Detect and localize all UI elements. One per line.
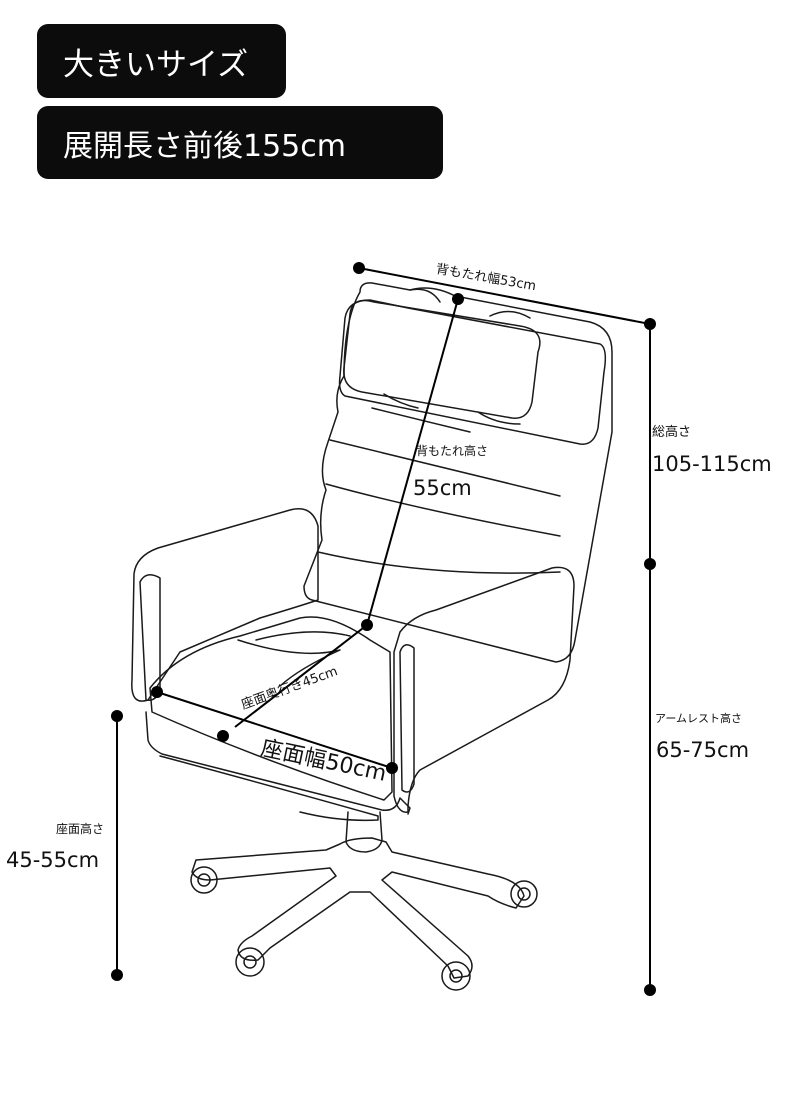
size-badge-text: 大きいサイズ [63,46,249,83]
seat-depth-line [234,624,368,728]
size-badge: 大きいサイズ [37,24,286,98]
seat-width-line [156,691,393,769]
right-armrest [393,566,575,813]
chair-base [191,837,525,979]
backrest-height-value: 55cm [413,476,472,500]
seat-cushion [149,616,393,801]
head-pillow [343,299,541,419]
length-badge: 展開長さ前後155cm [37,106,443,179]
backrest-outline [303,282,613,663]
armrest-height-label: アームレスト高さ [655,712,743,725]
total-height-value: 105-115cm [652,452,772,476]
gas-lift [345,811,383,853]
armrest-height-value: 65-75cm [656,738,750,762]
dimension-points [111,262,656,996]
backrest-width-line [358,267,651,325]
seat-height-label: 座面高さ [56,822,105,836]
seat-base [145,711,411,815]
headrest-outline [338,299,607,445]
seat-height-value: 45-55cm [6,848,100,872]
backrest-height-label: 背もたれ高さ [416,444,489,458]
backrest-height-line [366,298,459,626]
total-height-label: 総高さ [652,425,692,440]
casters [190,866,538,991]
length-badge-text: 展開長さ前後155cm [63,128,346,164]
left-armrest [131,508,319,702]
